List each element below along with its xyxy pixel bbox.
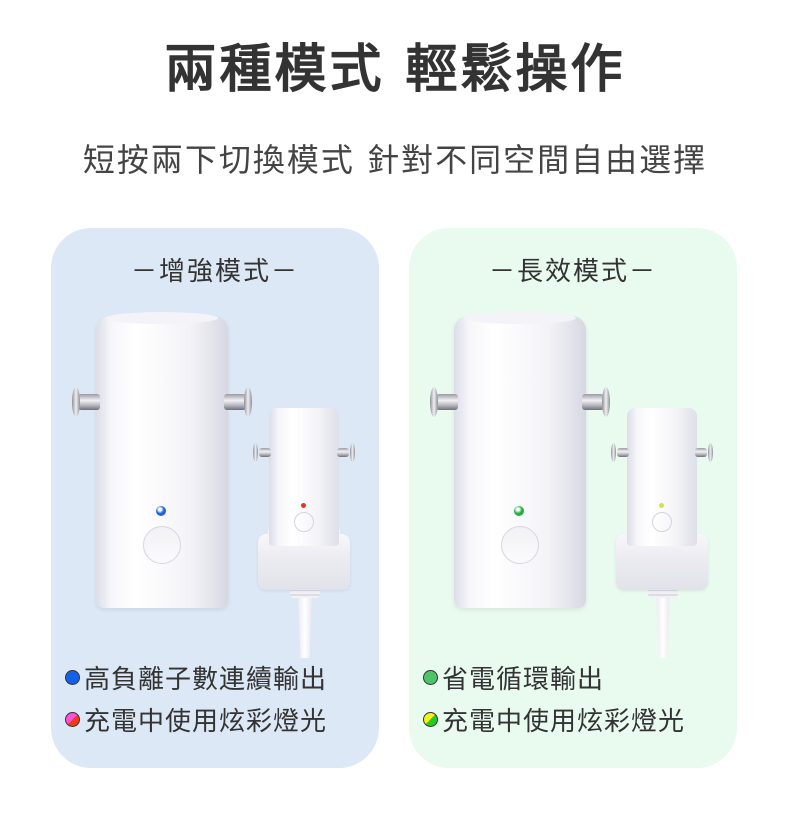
power-button-graphic [501, 526, 539, 564]
page-subtitle: 短按兩下切換模式 針對不同空間自由選擇 [82, 141, 708, 179]
electrode-pin-icon [224, 387, 252, 417]
yellow-green-dot-icon [423, 711, 438, 727]
feature-text: 高負離子數連續輸出 [84, 664, 328, 695]
feature-text: 充電中使用炫彩燈光 [442, 706, 686, 737]
red-led-indicator [301, 503, 306, 508]
mode-title: －增強模式－ [130, 257, 299, 287]
electrode-pin-icon [253, 443, 271, 462]
charging-cable-image [297, 586, 313, 658]
blue-dot-icon [65, 669, 80, 685]
electrode-pin-icon [582, 387, 610, 417]
ionizer-device-image [430, 312, 610, 608]
charging-cable-image [655, 586, 671, 658]
mode-card-long-lasting: －長效模式－ 省電循環輸出 充電中使用炫彩燈光 [409, 228, 737, 768]
electrode-pin-icon [337, 443, 355, 462]
electrode-pin-icon [695, 443, 713, 462]
charging-device-image [611, 408, 713, 546]
power-button-graphic [143, 526, 181, 564]
power-button-graphic [652, 512, 672, 532]
ionizer-device-image [72, 312, 252, 608]
electrode-pin-icon [72, 387, 100, 417]
blue-led-indicator [156, 506, 166, 516]
electrode-pin-icon [611, 443, 629, 462]
green-dot-icon [423, 669, 438, 685]
page-title: 兩種模式 輕鬆操作 [164, 40, 626, 100]
feature-item: 高負離子數連續輸出 [65, 656, 375, 698]
power-button-graphic [294, 512, 314, 532]
feature-item: 省電循環輸出 [423, 656, 733, 698]
feature-list: 省電循環輸出 充電中使用炫彩燈光 [423, 656, 733, 740]
feature-list: 高負離子數連續輸出 充電中使用炫彩燈光 [65, 656, 375, 740]
charging-device-image [253, 408, 355, 546]
product-illustration [51, 308, 379, 658]
mode-card-enhanced: －增強模式－ 高負離子數連續輸出 充電中使用炫彩燈光 [51, 228, 379, 768]
yellow-led-indicator [659, 503, 664, 508]
product-illustration [409, 308, 737, 658]
feature-text: 充電中使用炫彩燈光 [84, 706, 328, 737]
feature-text: 省電循環輸出 [442, 664, 605, 695]
mode-title: －長效模式－ [488, 257, 657, 287]
pink-red-dot-icon [65, 711, 80, 727]
green-led-indicator [514, 506, 524, 516]
feature-item: 充電中使用炫彩燈光 [65, 698, 375, 740]
feature-item: 充電中使用炫彩燈光 [423, 698, 733, 740]
electrode-pin-icon [430, 387, 458, 417]
